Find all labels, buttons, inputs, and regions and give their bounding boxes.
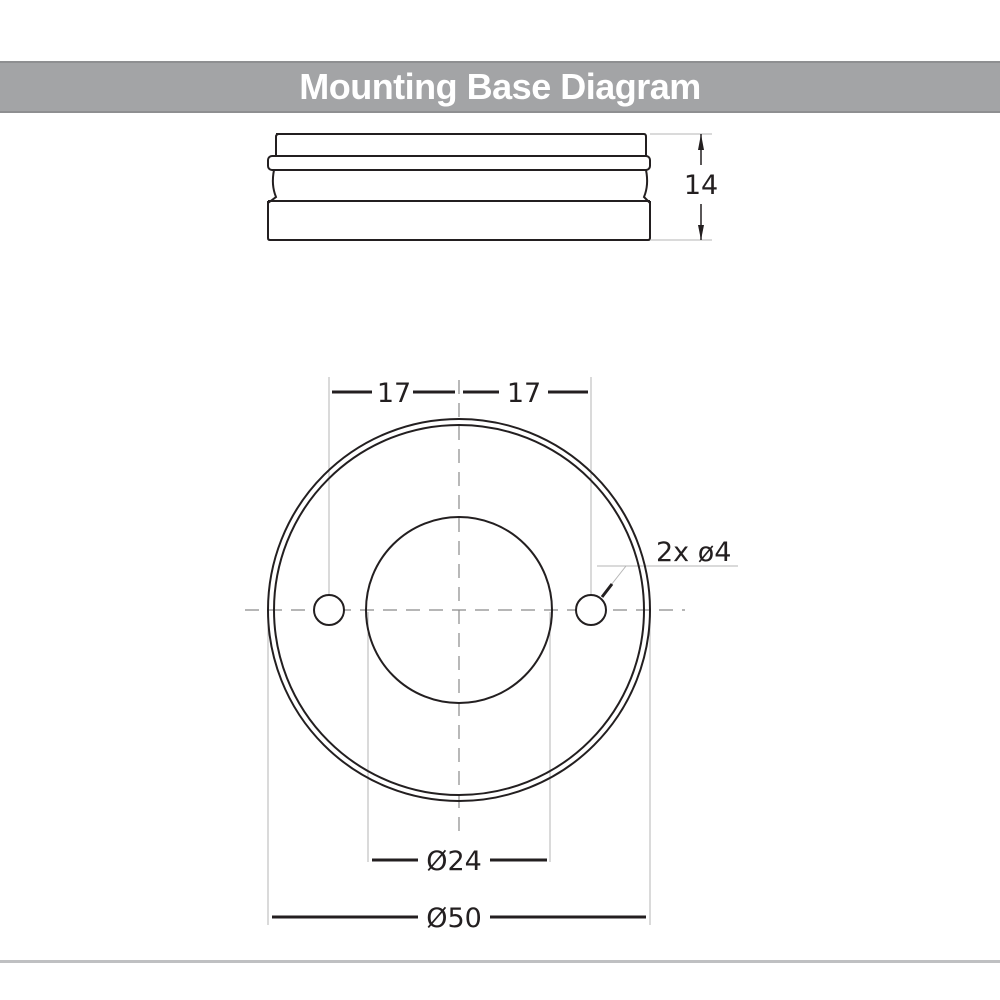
center-lines: [245, 380, 685, 838]
guide-lines: [267, 377, 738, 925]
center-opening: [365, 516, 553, 704]
bottom-divider: [0, 960, 1000, 963]
height-label: 14: [684, 170, 718, 201]
hole-callout-label: 2x ø4: [656, 537, 731, 568]
title-banner: Mounting Base Diagram: [0, 61, 1000, 113]
outer-ring: [267, 418, 651, 802]
hole-callout-leader: [600, 583, 614, 598]
page-title: Mounting Base Diagram: [299, 66, 701, 107]
mounting-hole-right: [575, 594, 607, 626]
outer-diameter-label: Ø50: [426, 903, 482, 934]
side-view: [267, 133, 651, 241]
inner-diameter-label: Ø24: [426, 846, 482, 877]
hole-spacing-right-label: 17: [507, 378, 541, 409]
mounting-hole-left: [313, 594, 345, 626]
hole-spacing-left-label: 17: [377, 378, 411, 409]
side-view-height-dimension: [650, 133, 712, 241]
